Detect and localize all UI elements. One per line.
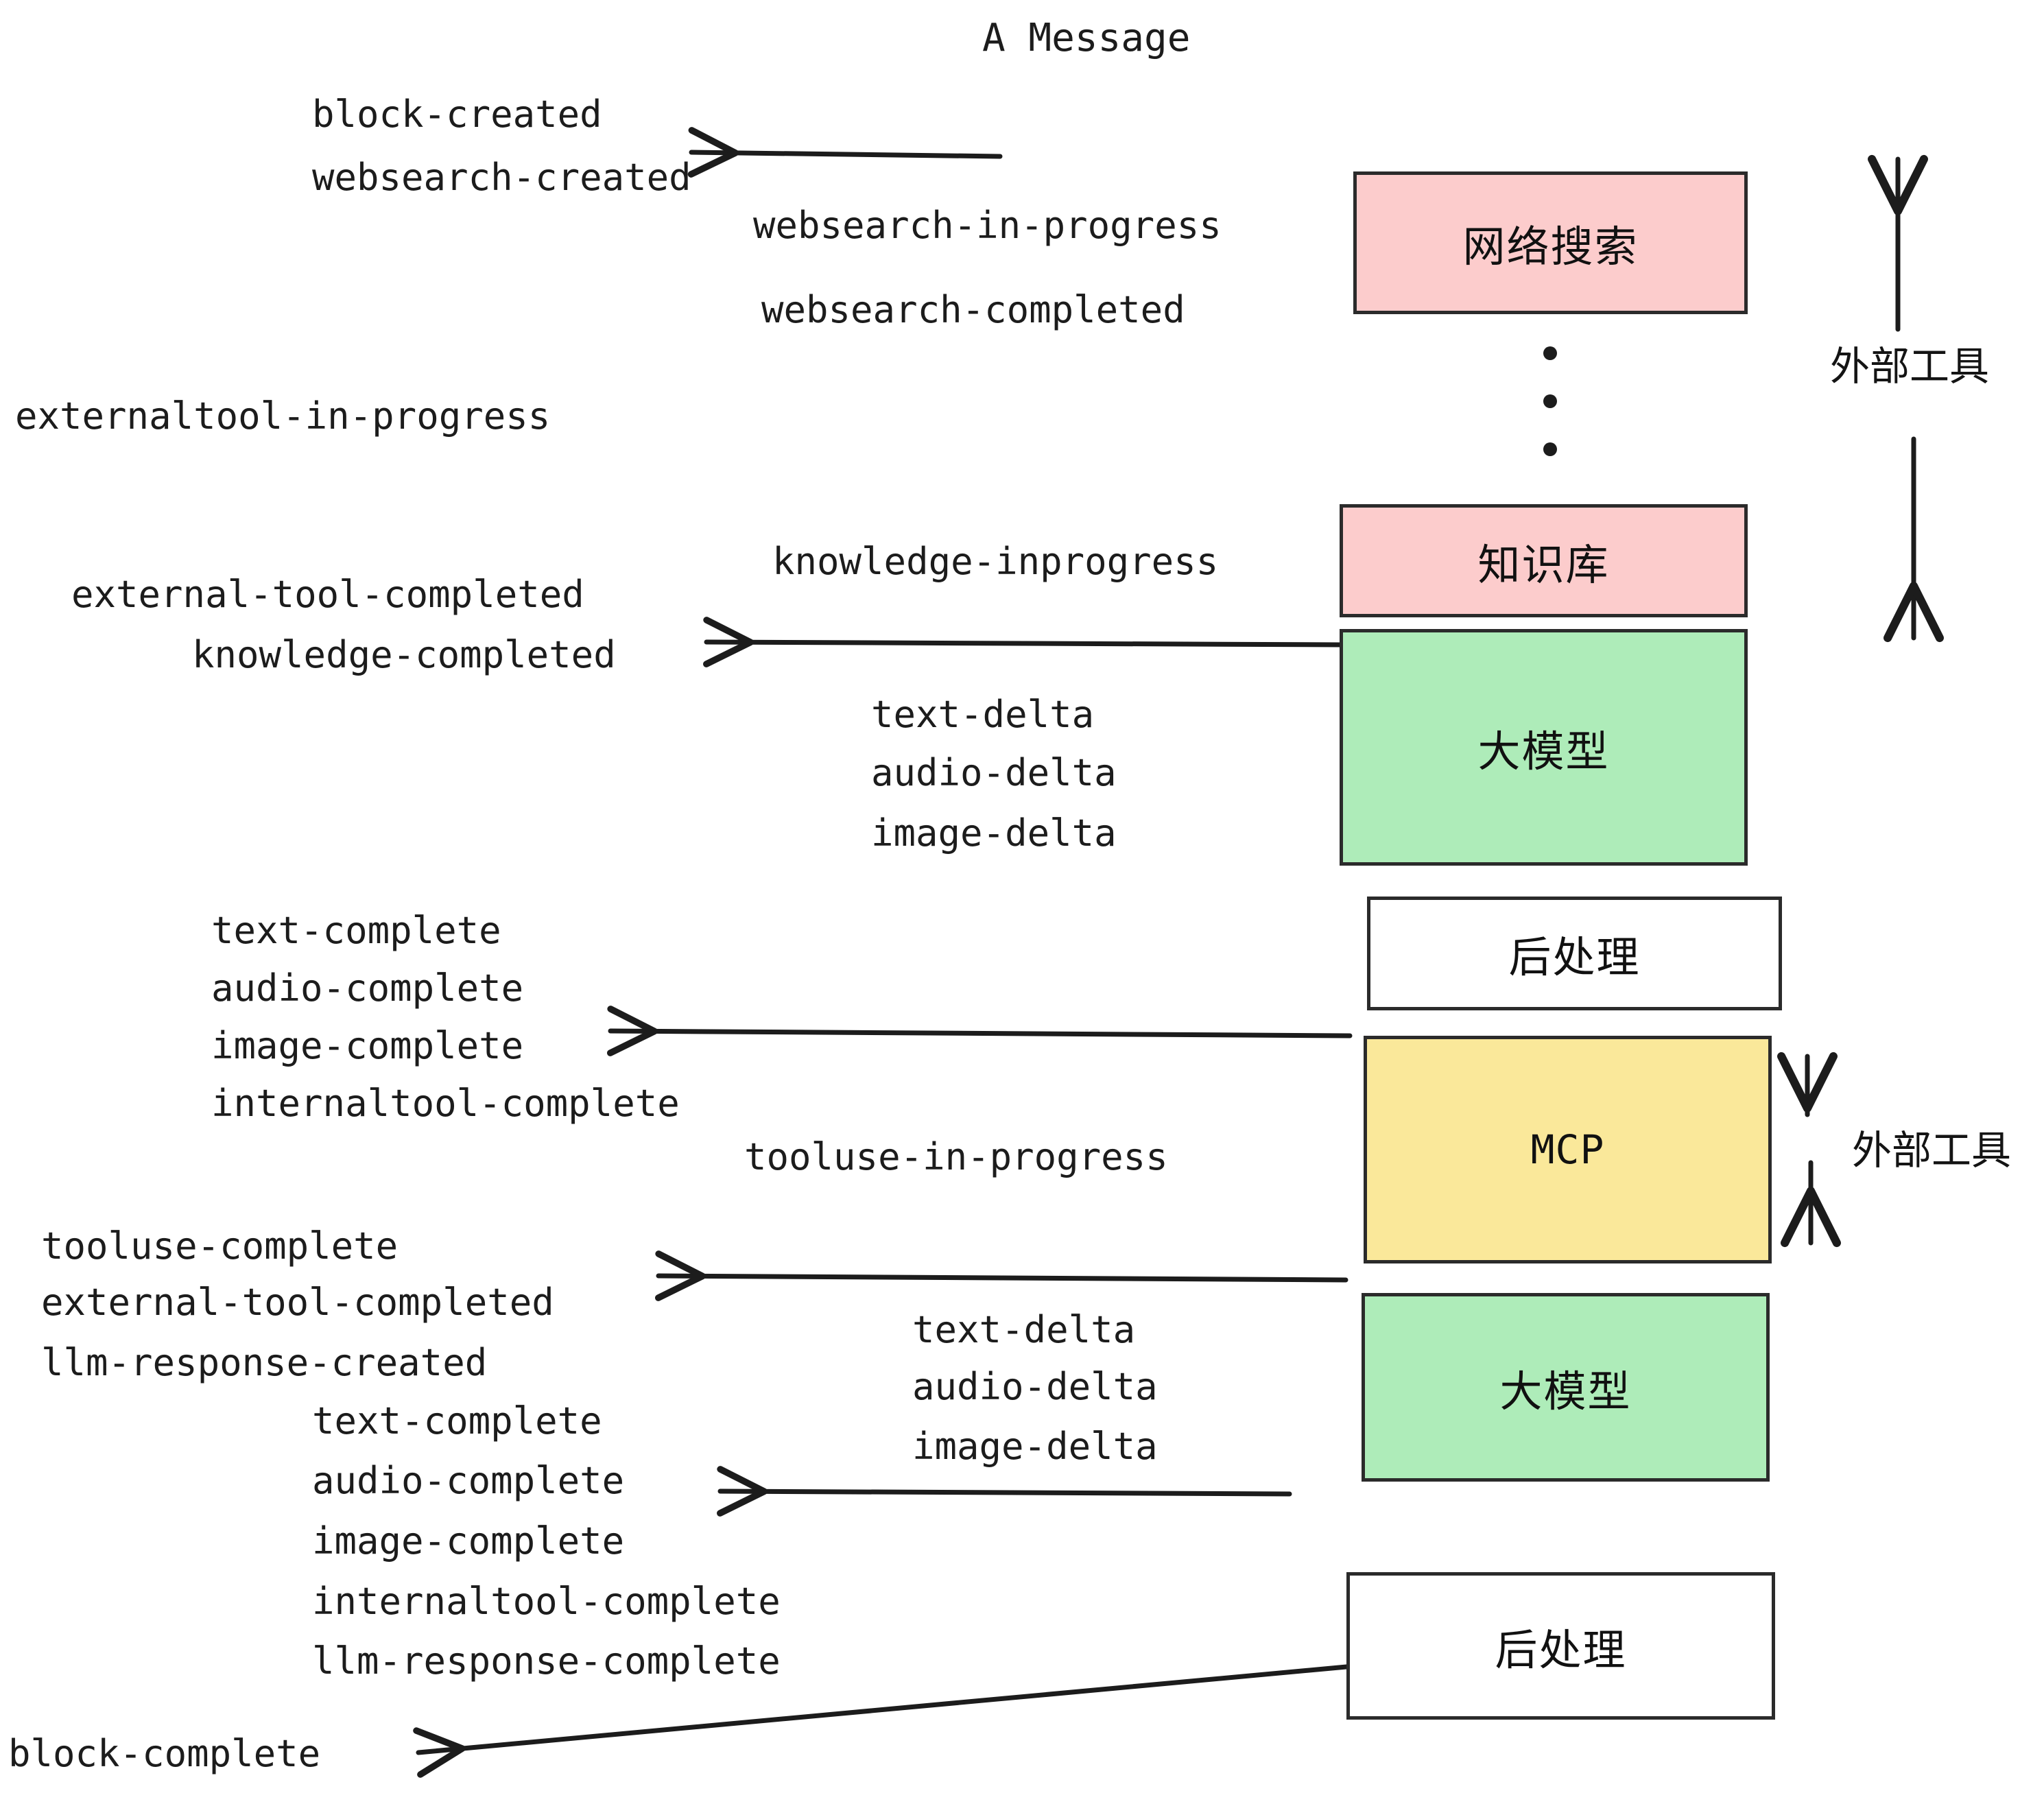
event-label-llm-response-complete: llm-response-complete	[312, 1639, 781, 1683]
page-title: A Message	[982, 16, 1191, 60]
event-label-internaltool-complete-2: internaltool-complete	[312, 1580, 781, 1623]
event-label-tooluse-complete: tooluse-complete	[41, 1224, 399, 1268]
node-websearch[interactable]: 网络搜索	[1353, 171, 1748, 314]
vertical-ellipsis-icon	[1543, 346, 1557, 456]
event-label-text-delta-2: text-delta	[912, 1308, 1136, 1351]
node-mcp[interactable]: MCP	[1364, 1036, 1772, 1263]
event-label-websearch-in-progress: websearch-in-progress	[753, 204, 1222, 247]
event-label-websearch-completed: websearch-completed	[761, 288, 1185, 331]
event-label-external-tool-completed-2: external-tool-completed	[41, 1281, 554, 1324]
event-label-image-delta-1: image-delta	[871, 811, 1117, 855]
ellipsis-dot	[1543, 346, 1557, 360]
event-label-audio-complete-2: audio-complete	[312, 1459, 625, 1502]
ellipsis-dot	[1543, 442, 1557, 456]
node-knowledge[interactable]: 知识库	[1340, 504, 1748, 617]
node-llm-bottom[interactable]: 大模型	[1362, 1293, 1770, 1482]
side-label-external-tools-top: 外部工具	[1830, 343, 1990, 390]
event-label-image-complete-2: image-complete	[312, 1519, 625, 1563]
arrow-tooluse-complete	[654, 1250, 1348, 1301]
event-label-knowledge-completed: knowledge-completed	[192, 633, 616, 676]
event-label-externaltool-in-progress: externaltool-in-progress	[15, 394, 551, 438]
event-label-knowledge-inprogress: knowledge-inprogress	[772, 540, 1219, 583]
event-label-text-delta-1: text-delta	[871, 693, 1095, 736]
side-label-external-tools-bottom: 外部工具	[1852, 1127, 2012, 1174]
node-post-top[interactable]: 后处理	[1367, 897, 1782, 1010]
event-label-text-complete-2: text-complete	[312, 1399, 602, 1443]
event-label-external-tool-completed-1: external-tool-completed	[71, 573, 584, 616]
ellipsis-dot	[1543, 394, 1557, 408]
arrow-knowledge-completed	[703, 617, 1344, 667]
event-label-text-complete-1: text-complete	[211, 909, 501, 952]
arrow-audio-complete	[717, 1466, 1292, 1517]
event-label-image-complete-1: image-complete	[211, 1024, 524, 1067]
event-label-websearch-created: websearch-created	[312, 156, 691, 199]
node-post-bottom[interactable]: 后处理	[1346, 1572, 1775, 1720]
event-label-audio-delta-1: audio-delta	[871, 751, 1117, 794]
arrow-block-created	[687, 127, 1003, 178]
event-label-llm-response-created: llm-response-created	[41, 1341, 488, 1384]
event-label-block-created: block-created	[312, 93, 602, 136]
event-label-image-delta-2: image-delta	[912, 1425, 1158, 1468]
event-label-internaltool-complete-1: internaltool-complete	[211, 1082, 680, 1125]
arrow-image-complete	[606, 1006, 1353, 1056]
event-label-audio-delta-2: audio-delta	[912, 1365, 1158, 1408]
node-llm-top[interactable]: 大模型	[1340, 629, 1748, 866]
event-label-tooluse-in-progress: tooluse-in-progress	[744, 1135, 1168, 1178]
event-label-block-complete: block-complete	[8, 1732, 321, 1775]
event-label-audio-complete-1: audio-complete	[211, 966, 524, 1010]
